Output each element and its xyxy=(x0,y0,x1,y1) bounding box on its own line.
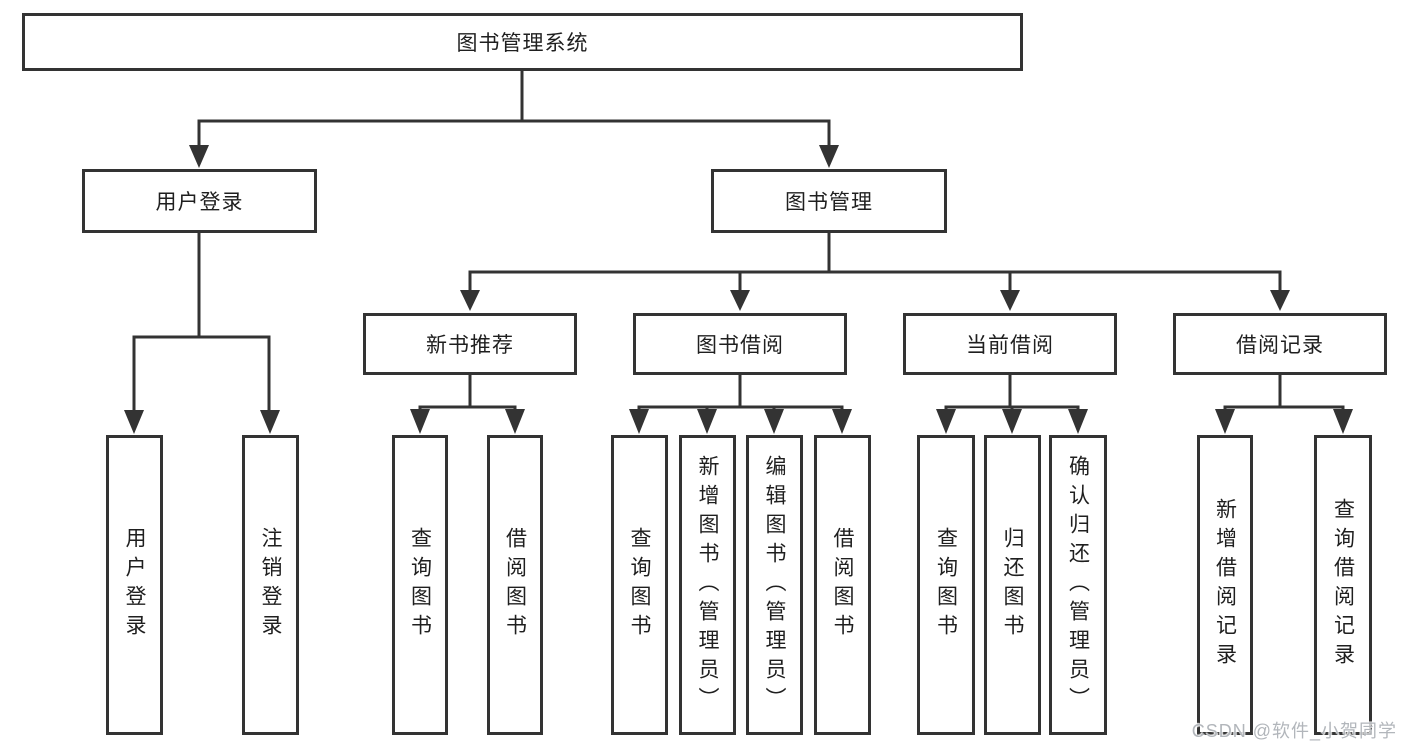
leaf-user-login: 用户登录 xyxy=(106,435,163,735)
node-borrowing-records: 借阅记录 xyxy=(1173,313,1387,375)
leaf-borrowing-query-book: 查询图书 xyxy=(611,435,668,735)
node-user-login: 用户登录 xyxy=(82,169,317,233)
leaf-records-add-record: 新增借阅记录 xyxy=(1197,435,1253,735)
node-root-system: 图书管理系统 xyxy=(22,13,1023,71)
csdn-watermark: CSDN @软件_小贺同学 xyxy=(1191,721,1397,741)
node-label: 图书管理 xyxy=(785,191,873,214)
leaf-label: 用户登录 xyxy=(123,527,146,643)
leaf-label: 确认归还（管理员） xyxy=(1066,454,1090,716)
node-label: 新书推荐 xyxy=(426,334,514,357)
node-current-borrowing: 当前借阅 xyxy=(903,313,1117,375)
leaf-borrowing-edit-book-admin: 编辑图书（管理员） xyxy=(746,435,803,735)
leaf-label: 查询借阅记录 xyxy=(1331,498,1355,672)
leaf-label: 新增借阅记录 xyxy=(1213,498,1237,672)
node-label: 图书借阅 xyxy=(696,334,784,357)
node-label: 借阅记录 xyxy=(1236,334,1324,357)
leaf-label: 借阅图书 xyxy=(831,527,854,643)
leaf-current-query-book: 查询图书 xyxy=(917,435,975,735)
leaf-label: 查询图书 xyxy=(934,527,958,643)
leaf-label: 借阅图书 xyxy=(503,527,527,643)
leaf-label: 归还图书 xyxy=(1001,527,1024,643)
leaf-recommend-query-book: 查询图书 xyxy=(392,435,448,735)
leaf-recommend-borrow-book: 借阅图书 xyxy=(487,435,543,735)
leaf-label: 新增图书（管理员） xyxy=(696,454,719,716)
leaf-label: 注销登录 xyxy=(259,527,282,643)
leaf-current-return-book: 归还图书 xyxy=(984,435,1041,735)
leaf-current-confirm-return-admin: 确认归还（管理员） xyxy=(1049,435,1107,735)
leaf-label: 查询图书 xyxy=(408,527,432,643)
node-label: 当前借阅 xyxy=(966,334,1054,357)
leaf-borrowing-borrow-book: 借阅图书 xyxy=(814,435,871,735)
leaf-borrowing-add-book-admin: 新增图书（管理员） xyxy=(679,435,736,735)
node-label: 用户登录 xyxy=(155,191,244,214)
node-new-book-recommend: 新书推荐 xyxy=(363,313,577,375)
leaf-records-query-record: 查询借阅记录 xyxy=(1314,435,1372,735)
leaf-label: 查询图书 xyxy=(628,527,651,643)
node-book-borrowing: 图书借阅 xyxy=(633,313,847,375)
node-book-management: 图书管理 xyxy=(711,169,947,233)
leaf-logout: 注销登录 xyxy=(242,435,299,735)
node-label: 图书管理系统 xyxy=(456,32,589,55)
leaf-label: 编辑图书（管理员） xyxy=(763,454,786,716)
